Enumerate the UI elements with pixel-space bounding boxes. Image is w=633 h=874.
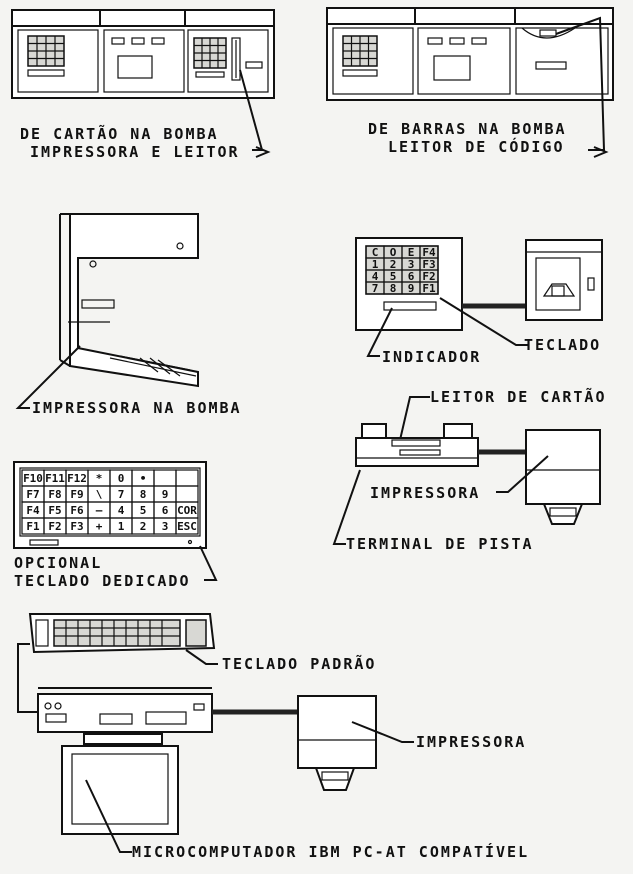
label-card-reader: LEITOR DE CARTÃO bbox=[430, 387, 607, 406]
label-pump-printer: IMPRESSORA NA BOMBA bbox=[32, 399, 242, 417]
pc-printer bbox=[297, 695, 377, 791]
pump-printer-card-reader: IMPRESSORA E LEITOR DE CARTÃO NA BOMBA bbox=[11, 9, 275, 161]
remote-keyboard-unit bbox=[525, 239, 603, 321]
keypad-key-label: C bbox=[372, 246, 379, 259]
keypad-key-label: 4 bbox=[372, 270, 379, 283]
dedicated-key-label: COR bbox=[177, 504, 197, 517]
label-standard-keyboard: TECLADO PADRÃO bbox=[222, 654, 376, 673]
keypad-key-label: 2 bbox=[390, 258, 397, 271]
pump-printer: IMPRESSORA NA BOMBA bbox=[15, 213, 242, 417]
label-microcomputer: MICROCOMPUTADOR IBM PC-AT COMPATÍVEL bbox=[132, 842, 529, 861]
microcomputer: IMPRESSORA MICROCOMPUTADOR IBM PC-AT COM… bbox=[17, 643, 529, 861]
dedicated-key-label: F3 bbox=[70, 520, 83, 533]
keypad-key-label: F4 bbox=[422, 246, 436, 259]
label-pump2-line1: LEITOR DE CÓDIGO bbox=[388, 137, 565, 156]
dedicated-key-label: F5 bbox=[48, 504, 61, 517]
keypad-key-label: F1 bbox=[422, 282, 436, 295]
dedicated-key-label: F6 bbox=[70, 504, 84, 517]
label-terminal-printer: IMPRESSORA bbox=[370, 484, 480, 502]
dedicated-key-label: — bbox=[96, 504, 103, 517]
keypad-key-label: F3 bbox=[422, 258, 435, 271]
label-indicator: INDICADOR bbox=[382, 348, 481, 366]
dedicated-key-label: F9 bbox=[70, 488, 83, 501]
dedicated-key-label: + bbox=[96, 520, 103, 533]
track-terminal: LEITOR DE CARTÃO IMPRESSORA TERMINAL DE … bbox=[332, 387, 607, 553]
keypad-key-cell bbox=[419, 281, 439, 295]
keypad-key-label: O bbox=[390, 246, 397, 259]
label-pump1-line1: IMPRESSORA E LEITOR bbox=[30, 143, 240, 161]
dedicated-key-label: 4 bbox=[118, 504, 125, 517]
pump1-keypad-left bbox=[27, 35, 65, 77]
dedicated-key-label: 6 bbox=[162, 504, 169, 517]
dedicated-key-label: • bbox=[140, 472, 147, 485]
pump2-keypad bbox=[342, 35, 378, 77]
keypad-key-label: E bbox=[408, 246, 415, 259]
keypad-key-label: 6 bbox=[408, 270, 415, 283]
dedicated-key-label: 1 bbox=[118, 520, 125, 533]
dedicated-key-label: F2 bbox=[48, 520, 61, 533]
keypad-key-label: 7 bbox=[372, 282, 379, 295]
label-dedicated-keyboard-line2: OPCIONAL bbox=[14, 554, 102, 572]
dedicated-key-label: F11 bbox=[45, 472, 65, 485]
standard-keyboard: TECLADO PADRÃO bbox=[28, 613, 376, 673]
dedicated-key-label: F8 bbox=[48, 488, 61, 501]
label-pump2-line2: DE BARRAS NA BOMBA bbox=[368, 120, 567, 138]
pump-barcode-reader: LEITOR DE CÓDIGO DE BARRAS NA BOMBA bbox=[326, 7, 614, 158]
dedicated-key-label: * bbox=[96, 472, 103, 485]
label-track-terminal: TERMINAL DE PISTA bbox=[346, 535, 534, 553]
dedicated-key-label: 2 bbox=[140, 520, 147, 533]
keypad-key-label: 1 bbox=[372, 258, 379, 271]
dedicated-key-label: 9 bbox=[162, 488, 169, 501]
indicator-window bbox=[383, 301, 437, 311]
dedicated-key-label: F10 bbox=[23, 472, 43, 485]
pump1-display bbox=[111, 37, 165, 79]
terminal-printer bbox=[525, 429, 601, 525]
label-pc-printer: IMPRESSORA bbox=[416, 733, 526, 751]
dedicated-key-cell bbox=[175, 517, 199, 535]
label-pump1-line2: DE CARTÃO NA BOMBA bbox=[20, 124, 219, 143]
pump1-keypad-right bbox=[193, 37, 227, 78]
dedicated-key-label: F1 bbox=[26, 520, 40, 533]
keypad-key-label: 3 bbox=[408, 258, 415, 271]
pump2-display bbox=[427, 37, 487, 81]
dedicated-key-label: 3 bbox=[162, 520, 169, 533]
keypad-key-label: 5 bbox=[390, 270, 397, 283]
label-dedicated-keyboard-line1: TECLADO DEDICADO bbox=[14, 572, 191, 590]
label-keyboard: TECLADO bbox=[524, 336, 601, 354]
dedicated-key-label: 7 bbox=[118, 488, 125, 501]
dedicated-key-label: 0 bbox=[118, 472, 125, 485]
keypad-key-label: 8 bbox=[390, 282, 397, 295]
dedicated-key-label: \ bbox=[96, 488, 103, 501]
dedicated-key-label: F7 bbox=[26, 488, 39, 501]
dedicated-key-label: 5 bbox=[140, 504, 147, 517]
dedicated-key-label: ESC bbox=[177, 520, 197, 533]
dedicated-key-label: F12 bbox=[67, 472, 87, 485]
pump1-card-slot bbox=[231, 37, 263, 81]
dedicated-key-label: F4 bbox=[26, 504, 40, 517]
dedicated-key-label: 8 bbox=[140, 488, 147, 501]
keypad-key-label: 9 bbox=[408, 282, 415, 295]
keypad-key-label: F2 bbox=[422, 270, 435, 283]
